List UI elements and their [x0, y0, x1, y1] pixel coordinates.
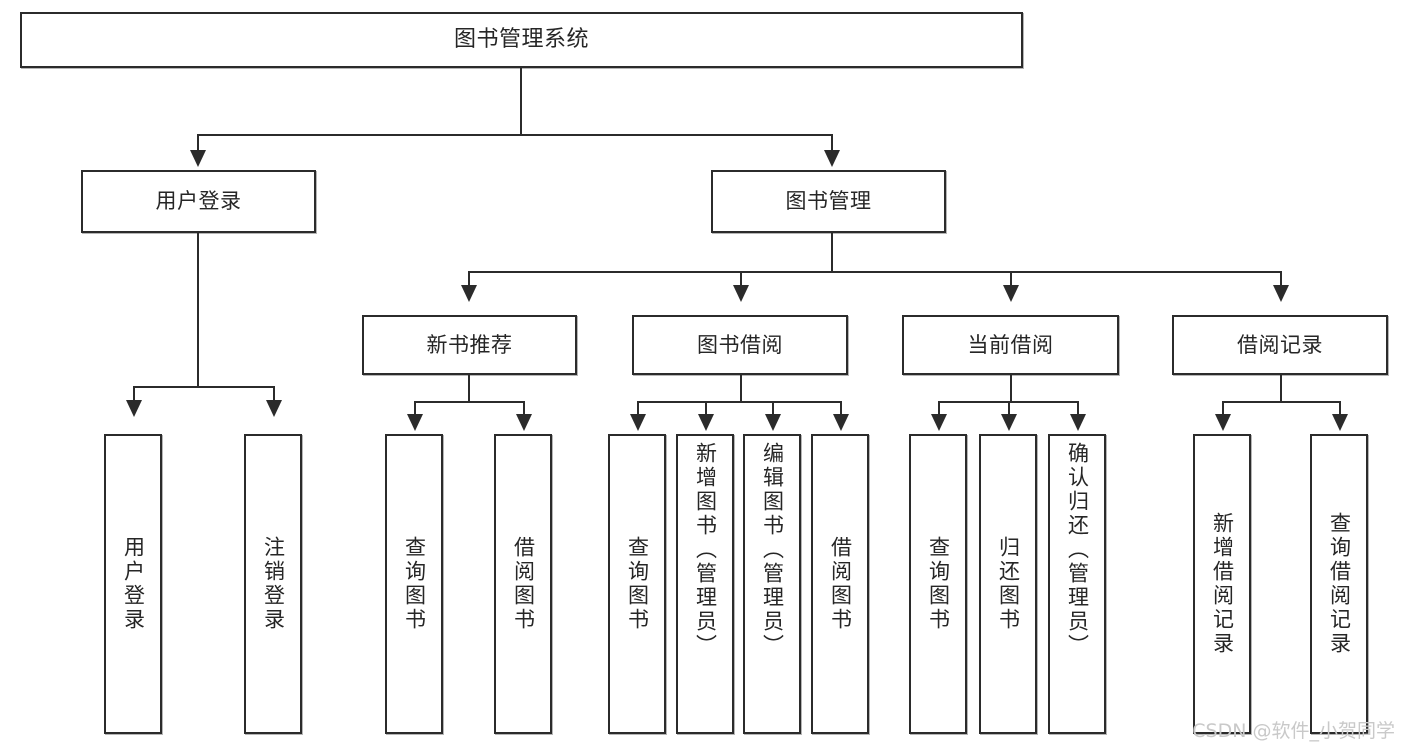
connector-book-borrow-stem [740, 375, 742, 403]
connector-bb-drop-1 [637, 401, 639, 417]
leaf-current-borrow-return-book[interactable]: 归还图书 [979, 434, 1037, 734]
arrowhead-cb-leaf-1 [931, 414, 947, 431]
node-label: 注销登录 [261, 536, 286, 632]
arrowhead-cb-leaf-3 [1070, 414, 1086, 431]
connector-new-book-recommend-stem [468, 375, 470, 403]
connector-cb-drop-1 [938, 401, 940, 417]
connector-cb-drop-3 [1077, 401, 1079, 417]
connector-root-stem [520, 68, 522, 136]
node-label: 图书借阅 [697, 332, 783, 357]
connector-bb-drop-3 [772, 401, 774, 417]
connector-br-drop-1 [1222, 401, 1224, 417]
connector-level3-drop-4 [1280, 271, 1282, 289]
leaf-borrow-record-query-record[interactable]: 查询借阅记录 [1310, 434, 1368, 734]
node-label: 用户登录 [121, 536, 146, 632]
connector-book-management-stem [831, 233, 833, 273]
node-label: 归还图书 [996, 536, 1021, 632]
connector-level3-bus [468, 271, 1282, 273]
arrowhead-borrow-record [1273, 285, 1289, 302]
connector-bb-drop-2 [705, 401, 707, 417]
node-new-book-recommend[interactable]: 新书推荐 [362, 315, 577, 375]
node-label: 查询图书 [926, 536, 951, 632]
node-label: 用户登录 [155, 189, 242, 214]
leaf-user-login-login[interactable]: 用户登录 [104, 434, 162, 734]
connector-bb-drop-4 [840, 401, 842, 417]
connector-borrow-record-bus [1222, 401, 1340, 403]
arrowhead-book-management [824, 150, 840, 167]
node-book-management[interactable]: 图书管理 [711, 170, 946, 233]
leaf-new-book-query-book[interactable]: 查询图书 [385, 434, 443, 734]
arrowhead-book-borrow [733, 285, 749, 302]
connector-br-drop-2 [1339, 401, 1341, 417]
connector-book-borrow-bus [637, 401, 841, 403]
node-borrow-record[interactable]: 借阅记录 [1172, 315, 1388, 375]
leaf-current-borrow-query-book[interactable]: 查询图书 [909, 434, 967, 734]
leaf-user-login-logout[interactable]: 注销登录 [244, 434, 302, 734]
connector-root-bus [197, 134, 833, 136]
arrowhead-br-leaf-2 [1332, 414, 1348, 431]
connector-level3-drop-3 [1010, 271, 1012, 289]
arrowhead-new-book-recommend [461, 285, 477, 302]
node-label: 借阅图书 [511, 536, 536, 632]
connector-current-borrow-stem [1010, 375, 1012, 403]
connector-user-login-drop-1 [133, 386, 135, 404]
arrowhead-nbr-leaf-2 [516, 414, 532, 431]
node-label: 图书管理 [785, 189, 872, 214]
arrowhead-current-borrow [1003, 285, 1019, 302]
leaf-borrow-record-add-record[interactable]: 新增借阅记录 [1193, 434, 1251, 734]
node-label: 确认归还（管理员） [1065, 442, 1090, 658]
node-root-book-management-system[interactable]: 图书管理系统 [20, 12, 1023, 68]
connector-nbr-drop-2 [523, 401, 525, 417]
connector-user-login-stem [197, 233, 199, 388]
watermark-csdn: CSDN @软件_小贺同学 [1192, 720, 1395, 742]
node-label: 查询借阅记录 [1327, 512, 1352, 656]
node-current-borrow[interactable]: 当前借阅 [902, 315, 1119, 375]
node-label: 新增借阅记录 [1210, 512, 1235, 656]
arrowhead-bb-leaf-1 [630, 414, 646, 431]
node-user-login[interactable]: 用户登录 [81, 170, 316, 233]
node-label: 借阅记录 [1237, 332, 1323, 357]
connector-borrow-record-stem [1280, 375, 1282, 403]
arrowhead-cb-leaf-2 [1001, 414, 1017, 431]
arrowhead-user-login [190, 150, 206, 167]
connector-user-login-bus [133, 386, 275, 388]
node-label: 当前借阅 [967, 332, 1054, 357]
connector-nbr-drop-1 [414, 401, 416, 417]
connector-root-drop-2 [831, 134, 833, 154]
node-label: 编辑图书（管理员） [760, 442, 785, 658]
arrowhead-user-login-leaf-1 [126, 400, 142, 417]
connector-user-login-drop-2 [273, 386, 275, 404]
connector-level3-drop-2 [740, 271, 742, 289]
arrowhead-br-leaf-1 [1215, 414, 1231, 431]
leaf-book-borrow-query-book[interactable]: 查询图书 [608, 434, 666, 734]
node-label: 新增图书（管理员） [693, 442, 718, 658]
arrowhead-bb-leaf-2 [698, 414, 714, 431]
node-label: 新书推荐 [426, 332, 513, 357]
node-label: 查询图书 [625, 536, 650, 632]
node-label: 查询图书 [402, 536, 427, 632]
leaf-current-borrow-confirm-return-admin[interactable]: 确认归还（管理员） [1048, 434, 1106, 734]
arrowhead-bb-leaf-4 [833, 414, 849, 431]
node-label: 图书管理系统 [453, 27, 589, 53]
arrowhead-user-login-leaf-2 [266, 400, 282, 417]
arrowhead-bb-leaf-3 [765, 414, 781, 431]
connector-new-book-recommend-bus [414, 401, 524, 403]
arrowhead-nbr-leaf-1 [407, 414, 423, 431]
connector-level3-drop-1 [468, 271, 470, 289]
leaf-new-book-borrow-book[interactable]: 借阅图书 [494, 434, 552, 734]
connector-cb-drop-2 [1008, 401, 1010, 417]
leaf-book-borrow-borrow-book[interactable]: 借阅图书 [811, 434, 869, 734]
node-book-borrow[interactable]: 图书借阅 [632, 315, 848, 375]
leaf-book-borrow-edit-book-admin[interactable]: 编辑图书（管理员） [743, 434, 801, 734]
leaf-book-borrow-add-book-admin[interactable]: 新增图书（管理员） [676, 434, 734, 734]
connector-root-drop-1 [197, 134, 199, 154]
node-label: 借阅图书 [828, 536, 853, 632]
